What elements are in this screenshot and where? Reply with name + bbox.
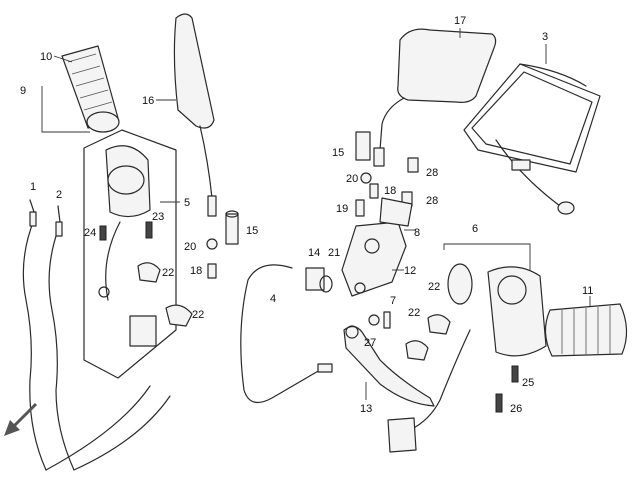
callout-6: 6: [472, 223, 478, 235]
callout-22-right-b: 22: [408, 307, 420, 319]
right-grip: [544, 303, 628, 357]
cable-adjuster: [305, 267, 333, 293]
front-direction-arrow-icon: [4, 402, 38, 436]
clutch-cable-coil: [463, 63, 601, 215]
callout-17: 17: [454, 15, 466, 27]
callout-labels: 1 2 3 4 5 6 7 8 9 10 11 12 13 14 15 15 1…: [20, 15, 593, 415]
mirror-adapter-left: [225, 210, 239, 245]
clamp-22-left-b: [165, 304, 193, 327]
callout-22-left-b: 22: [192, 309, 204, 321]
callout-7: 7: [390, 295, 396, 307]
callout-16: 16: [142, 95, 154, 107]
callout-27: 27: [364, 337, 376, 349]
callout-28-top: 28: [426, 167, 438, 179]
callout-14: 14: [308, 247, 320, 259]
callout-20-left: 20: [184, 241, 196, 253]
callout-28-bottom: 28: [426, 195, 438, 207]
callout-5: 5: [184, 197, 190, 209]
callout-20-right: 20: [346, 173, 358, 185]
screw-24: [99, 225, 107, 241]
bracket-9: [41, 86, 90, 133]
callout-3: 3: [542, 31, 548, 43]
left-throttle-grip: [61, 45, 120, 133]
callout-25: 25: [522, 377, 534, 389]
right-switch-housing: [387, 263, 547, 453]
callout-11: 11: [582, 285, 593, 297]
left-switch-housing: [83, 129, 177, 379]
clamp-22-right-a: [427, 314, 451, 335]
clamp-22-left-a: [137, 262, 161, 283]
callout-15-right: 15: [332, 147, 344, 159]
callout-26: 26: [510, 403, 522, 415]
callout-18-right: 18: [384, 185, 396, 197]
callout-8: 8: [414, 227, 420, 239]
screw-25: [511, 365, 519, 383]
screw-23: [145, 221, 153, 239]
clutch-lever-bracket: [341, 197, 413, 297]
callout-9: 9: [20, 85, 26, 97]
callout-15-left: 15: [246, 225, 258, 237]
callout-22-left-a: 22: [162, 267, 174, 279]
right-mirror: [373, 28, 497, 167]
callout-1: 1: [30, 181, 36, 193]
mirror-adapter-right: [355, 131, 371, 161]
left-mirror: [173, 13, 217, 217]
clutch-lever: [343, 325, 435, 407]
callout-2: 2: [56, 189, 62, 201]
callout-24: 24: [84, 227, 96, 239]
callout-21: 21: [328, 247, 340, 259]
callout-19: 19: [336, 203, 348, 215]
callout-4: 4: [270, 293, 276, 305]
callout-18-left: 18: [190, 265, 202, 277]
callout-23: 23: [152, 211, 164, 223]
callout-22-right-a: 22: [428, 281, 440, 293]
clamp-22-right-b: [405, 340, 429, 361]
callout-13: 13: [360, 403, 372, 415]
callout-12: 12: [404, 265, 416, 277]
bracket-6: [443, 243, 531, 270]
throttle-cables: [22, 199, 171, 471]
screw-26: [495, 393, 503, 413]
callout-10: 10: [40, 51, 52, 63]
clutch-cable-4: [240, 264, 333, 404]
